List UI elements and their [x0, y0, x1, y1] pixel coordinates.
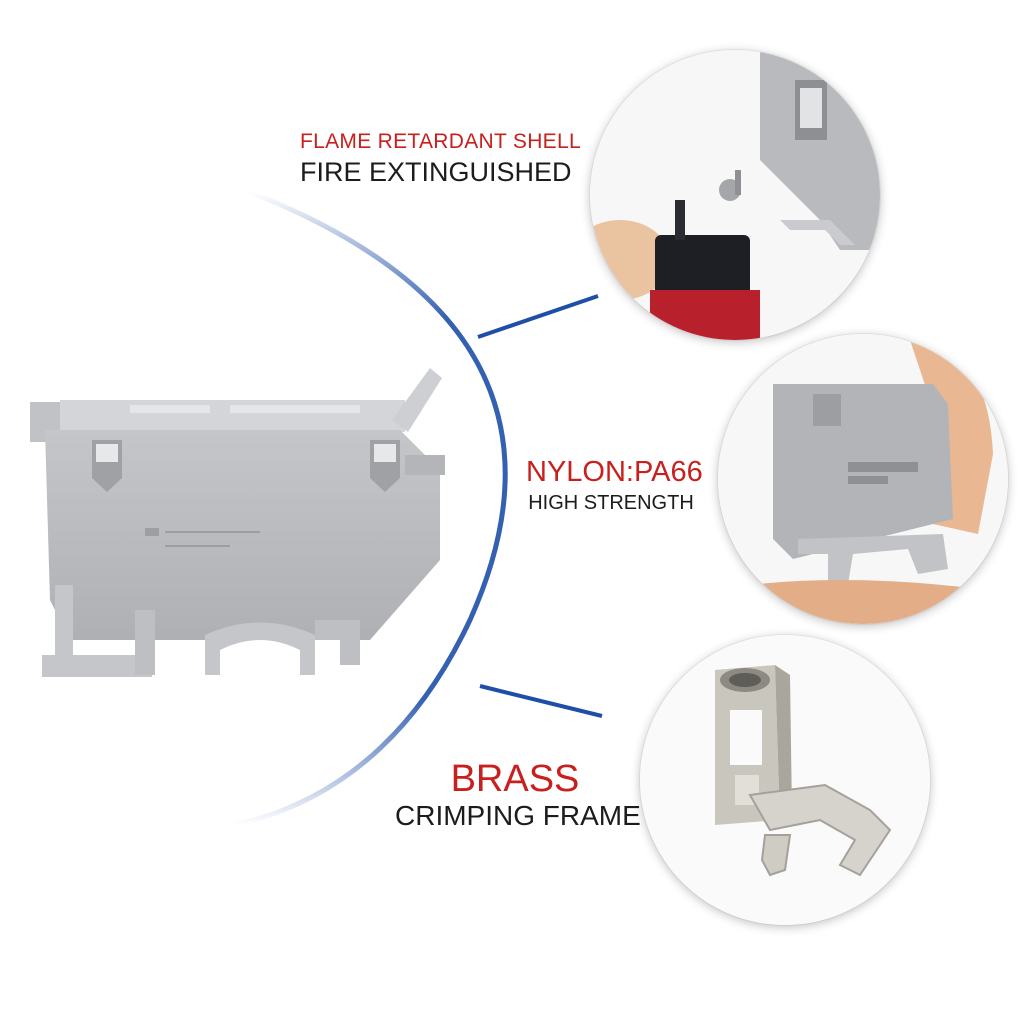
- blue-arc: [232, 189, 508, 828]
- feature-3-caption: CRIMPING FRAME: [395, 800, 641, 831]
- flame-test-photo: [590, 50, 880, 340]
- brass-frame-photo: [640, 635, 930, 925]
- pointer-line-3: [479, 684, 603, 718]
- pointer-line-1: [477, 294, 599, 339]
- nylon-housing-photo: [718, 334, 1008, 624]
- feature-2-caption: HIGH STRENGTH: [528, 492, 694, 514]
- feature-1-caption: FIRE EXTINGUISHED: [300, 157, 572, 187]
- terminal-block: [30, 368, 445, 677]
- feature-1-highlight: FLAME RETARDANT SHELL: [300, 130, 581, 153]
- feature-2-highlight: NYLON:PA66: [526, 456, 703, 488]
- feature-3-highlight: BRASS: [450, 758, 580, 800]
